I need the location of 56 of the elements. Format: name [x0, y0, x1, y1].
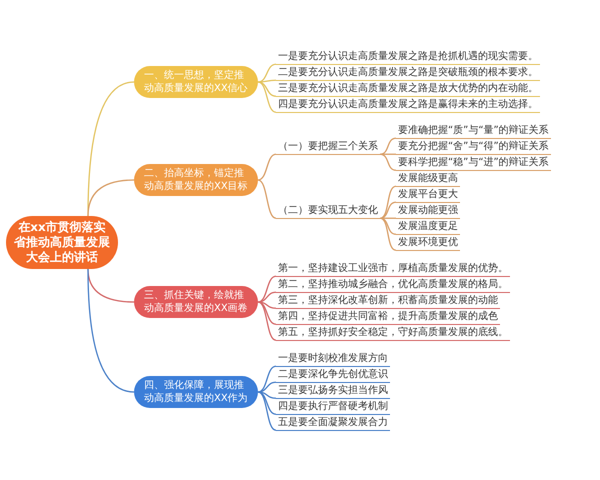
connector-line — [380, 218, 396, 251]
underlined-subtopic: 第四，坚持促进共同富裕，提升高质量发展的成色 — [276, 310, 500, 325]
underlined-subtopic: 发展能级更高 — [396, 172, 460, 187]
connector-line — [87, 179, 134, 216]
underlined-subtopic: 发展环境更优 — [396, 236, 460, 251]
underlined-subtopic: 四是要执行严督硬考机制 — [276, 400, 390, 415]
underlined-subtopic: 第一，坚持建设工业强市，厚植高质量发展的优势。 — [276, 262, 510, 277]
connector-line — [258, 301, 276, 341]
central-topic: 在xx市贯彻落实省推动高质量发展大会上的讲话 — [6, 216, 118, 269]
connector-line — [380, 154, 396, 171]
connector-line — [258, 292, 276, 303]
underlined-subtopic: 一是要充分认识走高质量发展之路是抢抓机遇的现实需要。 — [276, 50, 540, 65]
underlined-subtopic: 三是要弘扬务实担当作风 — [276, 384, 390, 399]
connector-line — [87, 268, 134, 303]
connector-line — [258, 80, 276, 83]
connector-line — [258, 301, 276, 309]
underlined-subtopic: 第三，坚持深化改革创新，积蓄高质量发展的动能 — [276, 294, 500, 309]
connector-line — [258, 391, 276, 431]
underlined-subtopic: 发展温度更足 — [396, 220, 460, 235]
underlined-subtopic: （二）要实现五大变化 — [276, 204, 380, 219]
underlined-subtopic: 五是要全面凝聚发展合力 — [276, 416, 390, 431]
underlined-subtopic: 要准确把握“质”与“量”的辩证关系 — [396, 124, 551, 139]
underlined-subtopic: 发展动能更强 — [396, 204, 460, 219]
connector-line — [380, 202, 396, 219]
connector-line — [87, 268, 134, 393]
branch-topic: 三、抓住关键，绘就推动高质量发展的XX画卷 — [134, 286, 258, 318]
connector-line — [258, 81, 276, 97]
branch-topic: 二、抬高坐标，锚定推动高质量发展的XX目标 — [134, 164, 258, 196]
connector-line — [258, 391, 276, 415]
connector-line — [380, 154, 396, 155]
underlined-subtopic: 第二，坚持推动城乡融合，优化高质量发展的格局。 — [276, 278, 510, 293]
underlined-subtopic: 二是要深化争先创优意识 — [276, 368, 390, 383]
underlined-subtopic: 二是要充分认识走高质量发展之路是突破瓶颈的根本要求。 — [276, 66, 540, 81]
connector-line — [258, 154, 276, 181]
underlined-subtopic: 第五，坚持抓好安全稳定，守好高质量发展的底线。 — [276, 326, 510, 341]
underlined-subtopic: 四是要充分认识走高质量发展之路是赢得未来的主动选择。 — [276, 98, 540, 113]
connector-line — [258, 276, 276, 303]
connector-line — [380, 218, 396, 235]
connector-line — [258, 179, 276, 219]
underlined-subtopic: 要充分把握“舍”与“得”的辩证关系 — [396, 140, 551, 155]
connector-line — [380, 138, 396, 155]
connector-line — [258, 382, 276, 393]
branch-topic: 一、统一思想，坚定推动高质量发展的XX信心 — [134, 66, 258, 98]
underlined-subtopic: 一是要时刻校准发展方向 — [276, 352, 390, 367]
underlined-subtopic: （一）要把握三个关系 — [276, 140, 380, 155]
underlined-subtopic: 要科学把握“稳”与“进”的辩证关系 — [396, 156, 551, 171]
connector-line — [380, 218, 396, 219]
branch-topic: 四、强化保障，展现推动高质量发展的XX作为 — [134, 376, 258, 408]
connector-line — [258, 64, 276, 83]
connector-line — [258, 301, 276, 325]
underlined-subtopic: 发展平台更大 — [396, 188, 460, 203]
connector-line — [258, 391, 276, 399]
connector-line — [258, 81, 276, 113]
connector-line — [258, 366, 276, 393]
connector-line — [380, 186, 396, 219]
underlined-subtopic: 三是要充分认识走高质量发展之路是放大优势的内在动能。 — [276, 82, 540, 97]
